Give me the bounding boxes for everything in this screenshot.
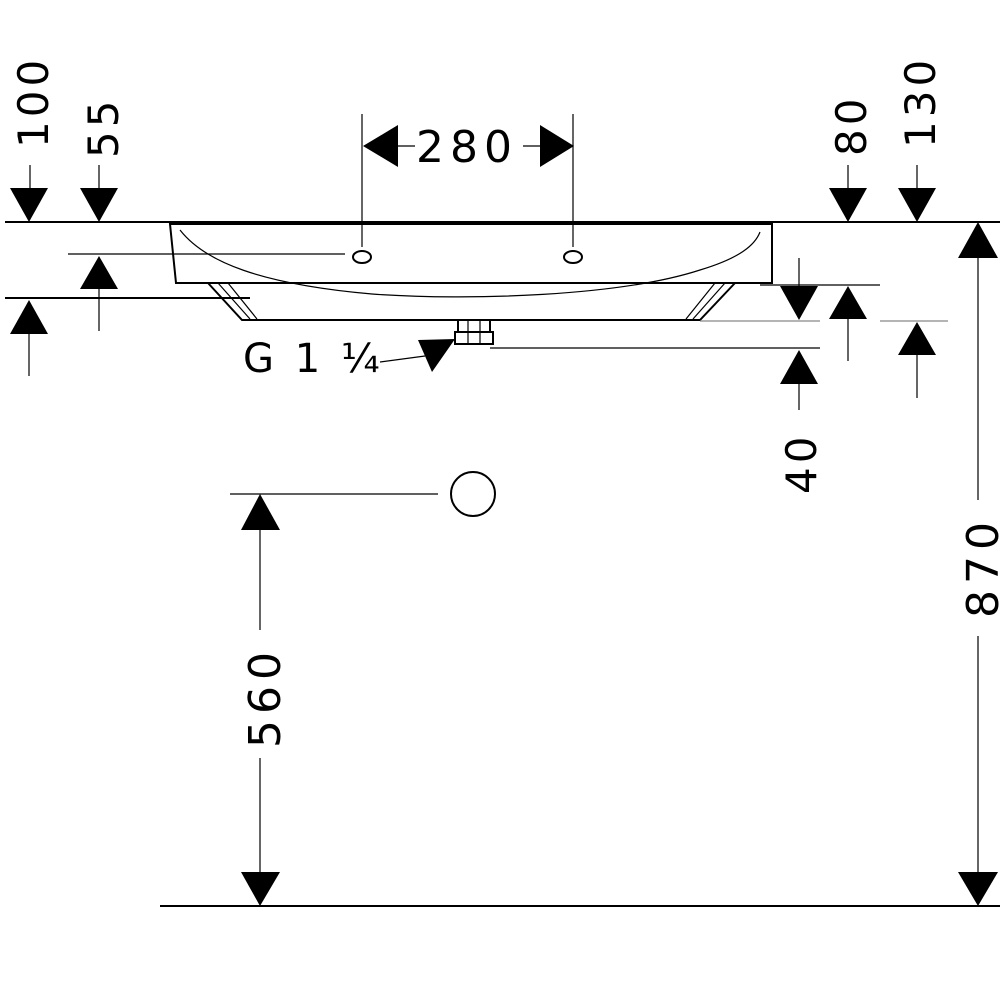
arrow-80-up xyxy=(829,286,867,319)
arrow-560-up xyxy=(241,494,280,530)
dimension-100-label: 100 xyxy=(9,56,58,148)
arrow-100-up xyxy=(10,300,48,334)
dimension-130-label: 130 xyxy=(896,56,945,148)
thread-leader-line xyxy=(379,355,426,363)
arrow-80-down xyxy=(829,188,867,222)
arrow-560-down xyxy=(241,872,280,906)
dimension-280-label: 280 xyxy=(416,122,518,173)
drain-position-circle xyxy=(450,471,496,517)
dimension-870-label: 870 xyxy=(958,516,1000,618)
arrow-870-down xyxy=(958,872,998,906)
dimension-55-label: 55 xyxy=(79,97,128,158)
dimension-560-label: 560 xyxy=(240,646,291,748)
arrow-280-right xyxy=(540,125,574,167)
arrow-130-down xyxy=(898,188,936,222)
thread-leader-arrow xyxy=(418,339,455,372)
dimension-40-label: 40 xyxy=(777,433,826,494)
arrow-40-down xyxy=(780,286,818,320)
thread-size-label: G 1 ¼ xyxy=(243,336,384,382)
dimension-80-label: 80 xyxy=(827,95,876,156)
arrow-55-up xyxy=(80,256,118,289)
washbasin-outline xyxy=(168,223,773,321)
tap-hole-left xyxy=(352,250,372,264)
arrow-40-up xyxy=(780,350,818,384)
arrow-280-left xyxy=(363,125,398,167)
tap-hole-right xyxy=(563,250,583,264)
arrow-870-up xyxy=(958,222,998,258)
arrow-130-up xyxy=(898,322,936,355)
waste-outlet xyxy=(454,319,494,345)
arrow-55-down xyxy=(80,188,118,222)
arrow-100-down xyxy=(10,188,48,222)
